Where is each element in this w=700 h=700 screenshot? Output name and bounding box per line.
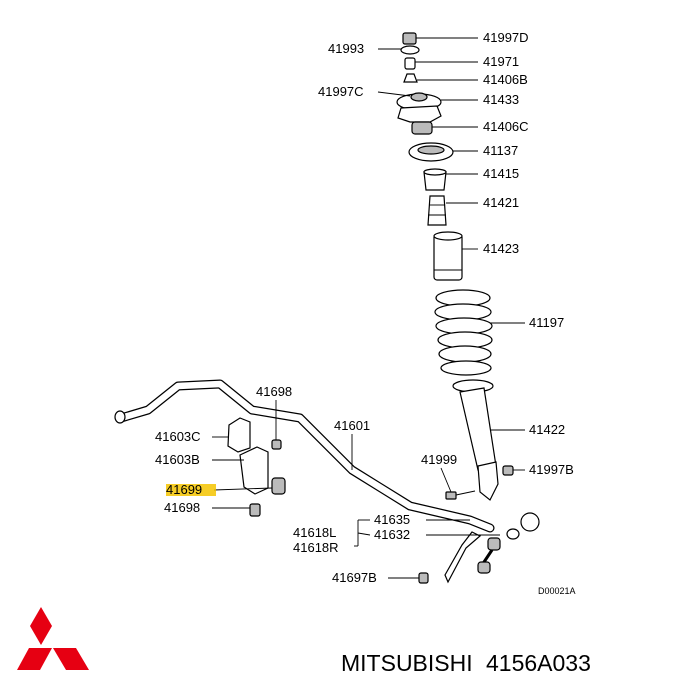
logo-diamond-right: [53, 648, 89, 670]
bumper: [427, 195, 447, 226]
bearing: [408, 142, 454, 162]
label-41698-top: 41698: [256, 384, 292, 399]
part-labels: 41997D 41993 41971 41406B 41997C 41433 4…: [155, 30, 576, 596]
highlight-box: [166, 484, 216, 496]
label-41997B: 41997B: [529, 462, 574, 477]
label-41993: 41993: [328, 41, 364, 56]
label-41423: 41423: [483, 241, 519, 256]
label-41635: 41635: [374, 512, 410, 527]
dust-boot: [433, 233, 463, 281]
brand-name: MITSUBISHI: [341, 650, 473, 676]
label-41415: 41415: [483, 166, 519, 181]
label-41618L: 41618L: [293, 525, 336, 540]
label-41971: 41971: [483, 54, 519, 69]
label-41406C: 41406C: [483, 119, 529, 134]
label-41406B: 41406B: [483, 72, 528, 87]
label-41603B: 41603B: [155, 452, 200, 467]
label-41699: 41699: [166, 482, 202, 497]
bushing: [404, 57, 416, 70]
logo-diamond-left: [17, 648, 52, 670]
label-41433: 41433: [483, 92, 519, 107]
label-41997D: 41997D: [483, 30, 529, 45]
label-41697B: 41697B: [332, 570, 377, 585]
mitsubishi-logo: [17, 607, 89, 670]
label-41618R: 41618R: [293, 540, 339, 555]
leader-lines: [166, 37, 525, 579]
label-41632: 41632: [374, 527, 410, 542]
part-number: 4156A033: [486, 650, 591, 676]
label-41137: 41137: [483, 143, 518, 158]
strut-nut: [502, 465, 514, 476]
coil-spring: [434, 289, 493, 376]
label-41999: 41999: [421, 452, 457, 467]
label-41197: 41197: [529, 315, 564, 330]
end-bushing: [520, 512, 540, 532]
label-41603C: 41603C: [155, 429, 201, 444]
upper-cap: [403, 73, 418, 83]
stabilizer-brackets: [227, 417, 286, 517]
label-41601: 41601: [334, 418, 370, 433]
label-41997C: 41997C: [318, 84, 364, 99]
washer: [400, 45, 420, 55]
lower-bushing: [411, 121, 433, 135]
logo-diamond-top: [30, 607, 52, 645]
strut-bolt: [445, 490, 476, 500]
label-41698-bottom: 41698: [164, 500, 200, 515]
label-41421: 41421: [483, 195, 519, 210]
diagram-code: D00021A: [538, 586, 576, 596]
stabilizer-link: [418, 531, 501, 584]
top-nut: [402, 32, 417, 45]
label-41422: 41422: [529, 422, 565, 437]
strut-mount: [396, 92, 442, 123]
strut-body: [452, 379, 499, 501]
strut-assembly: [396, 32, 514, 501]
